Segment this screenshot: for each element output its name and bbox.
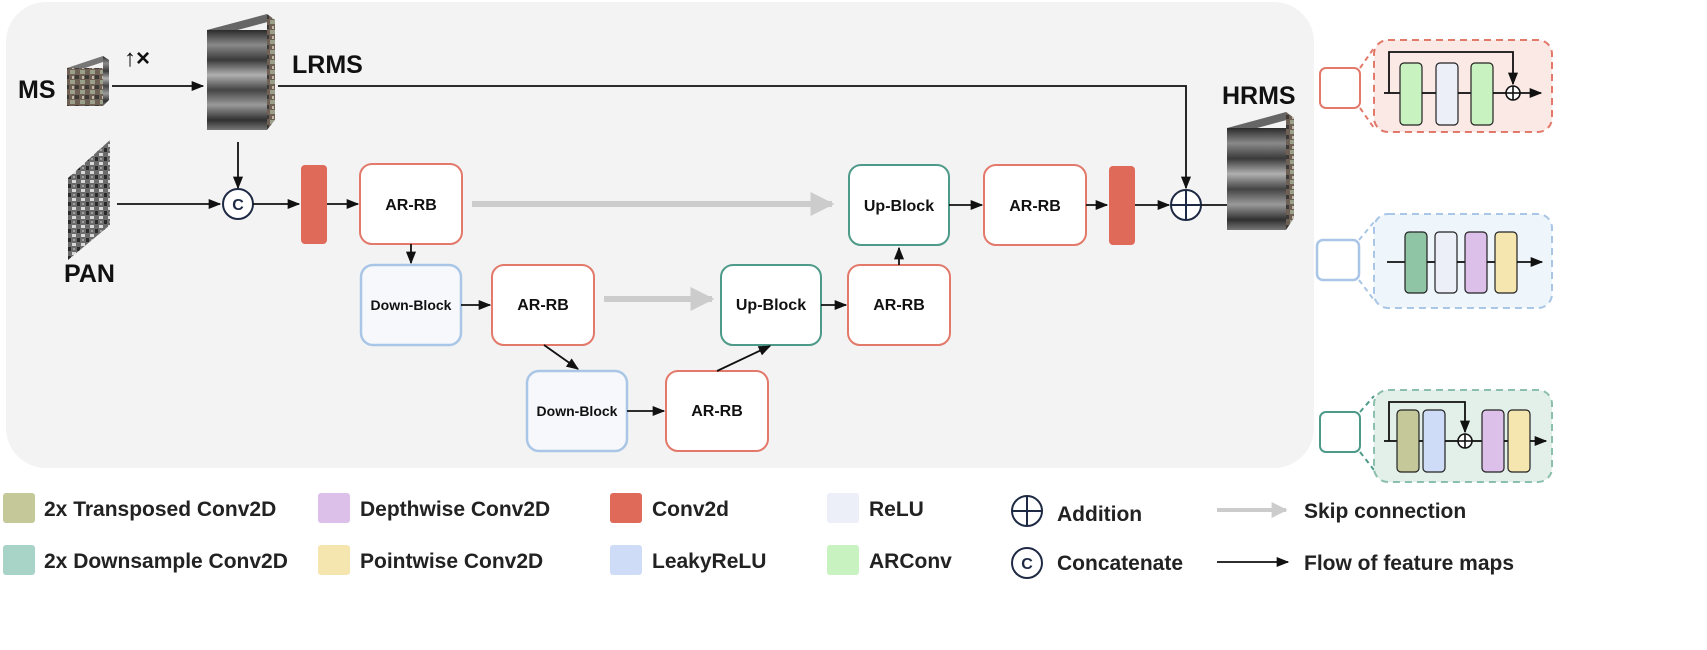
ar-rb-detail-connector — [1359, 47, 1375, 129]
legend-addition-icon — [1011, 495, 1043, 527]
addition-icon — [1170, 189, 1202, 221]
legend-label-skip-connection: Skip connection — [1304, 500, 1466, 523]
legend-label-transposed-conv: 2x Transposed Conv2D — [44, 498, 276, 521]
ar-rb-block-4: AR-RB — [847, 264, 951, 346]
ar-rb-block-1: AR-RB — [359, 163, 463, 245]
legend-label-pointwise-conv: Pointwise Conv2D — [360, 550, 543, 573]
legend-label-downsample-conv: 2x Downsample Conv2D — [44, 550, 288, 573]
up-block-1: Up-Block — [848, 164, 950, 246]
down-block-2: Down-Block — [525, 369, 629, 453]
down-block-detail-connector — [1358, 221, 1375, 301]
ms-image-cube — [67, 56, 109, 106]
hrms-label: HRMS — [1222, 82, 1296, 110]
legend-concatenate-icon: C — [1011, 547, 1043, 579]
down-block-detail-panel — [1373, 213, 1553, 309]
legend: 2x Transposed Conv2D 2x Downsample Conv2… — [3, 493, 1514, 579]
legend-swatch-conv2d — [610, 493, 642, 523]
svg-text:Down-Block: Down-Block — [537, 403, 618, 419]
svg-text:AR-RB: AR-RB — [385, 197, 437, 214]
legend-swatch-depthwise-conv — [318, 493, 350, 523]
legend-label-relu: ReLU — [869, 498, 924, 521]
up-block-detail-panel — [1373, 389, 1553, 483]
legend-label-addition: Addition — [1057, 503, 1142, 526]
pan-label: PAN — [64, 260, 115, 288]
legend-label-depthwise-conv: Depthwise Conv2D — [360, 498, 550, 521]
conv-block-1 — [301, 165, 327, 244]
ar-rb-block-2: AR-RB — [491, 264, 595, 346]
upsample-label: ↑× — [124, 45, 150, 72]
svg-text:C: C — [232, 197, 244, 214]
legend-swatch-downsample-conv — [3, 545, 35, 575]
pan-image — [68, 140, 110, 260]
concatenate-icon: C — [222, 188, 254, 220]
arrb3-to-upblock2-arrow — [716, 345, 772, 372]
legend-swatch-leakyrelu — [610, 545, 642, 575]
legend-swatch-arconv — [827, 545, 859, 575]
ar-rb-block-3: AR-RB — [665, 370, 769, 452]
ms-label: MS — [18, 76, 56, 104]
lrms-residual-arrow — [278, 85, 1192, 190]
legend-label-concatenate: Concatenate — [1057, 552, 1183, 575]
lrms-image-cube — [207, 14, 275, 130]
svg-text:Down-Block: Down-Block — [371, 297, 452, 313]
legend-label-flow: Flow of feature maps — [1304, 552, 1514, 575]
lrms-label: LRMS — [292, 51, 363, 79]
svg-text:AR-RB: AR-RB — [873, 297, 925, 314]
legend-swatch-relu — [827, 493, 859, 523]
legend-swatch-transposed-conv — [3, 493, 35, 523]
down-block-legend-swatch — [1315, 238, 1361, 282]
legend-label-leakyrelu: LeakyReLU — [652, 550, 766, 573]
svg-text:C: C — [1021, 556, 1033, 573]
svg-text:AR-RB: AR-RB — [517, 297, 569, 314]
svg-text:Up-Block: Up-Block — [736, 297, 806, 314]
down-block-1: Down-Block — [359, 263, 463, 347]
legend-swatch-pointwise-conv — [318, 545, 350, 575]
ar-rb-legend-swatch — [1319, 67, 1361, 109]
legend-label-conv2d: Conv2d — [652, 498, 729, 521]
up-block-detail-connector — [1359, 395, 1375, 471]
svg-text:Up-Block: Up-Block — [864, 198, 934, 215]
ar-rb-detail-panel — [1373, 39, 1553, 133]
conv-block-2 — [1109, 166, 1135, 245]
svg-text:AR-RB: AR-RB — [691, 403, 743, 420]
up-block-legend-swatch — [1319, 411, 1361, 453]
hrms-image-cube — [1227, 112, 1294, 230]
legend-label-arconv: ARConv — [869, 550, 952, 573]
main-panel — [6, 2, 1314, 468]
arrb2-to-downblock2-arrow — [543, 344, 580, 370]
svg-text:AR-RB: AR-RB — [1009, 198, 1061, 215]
up-block-2: Up-Block — [720, 264, 822, 346]
ar-rb-block-5: AR-RB — [983, 164, 1087, 246]
